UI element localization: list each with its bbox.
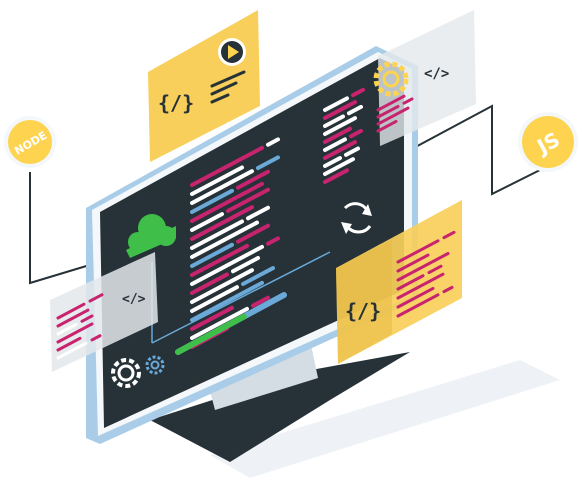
screen-code-line: [190, 220, 259, 259]
screen-code-line: [266, 236, 280, 246]
cloud-icon: [126, 214, 176, 258]
left-card-line: [56, 322, 78, 336]
screen-code-line: [190, 242, 234, 268]
screen-code-line: [344, 146, 360, 157]
screen-code-line: [323, 114, 345, 128]
left-card-line: [56, 336, 82, 352]
left-card-line: [56, 302, 86, 320]
screen-code-line: [241, 266, 275, 286]
screen-code-line: [323, 157, 355, 176]
top-right-card-line: [376, 106, 410, 126]
top-right-card-line: [376, 104, 400, 119]
screen-code-line: [190, 306, 249, 340]
screen-code-line: [246, 205, 270, 221]
screen-code-line: [190, 145, 264, 187]
left-card-line: [56, 308, 90, 328]
screen-code-line: [190, 169, 254, 205]
top-right-code-card: </>: [373, 10, 476, 146]
progress-fill: [175, 313, 247, 355]
screen-code-line: [323, 140, 357, 160]
left-card-line: [88, 293, 104, 303]
screen-code-line: [236, 223, 270, 244]
screen-code-line: [323, 116, 357, 136]
top-card-lines: [210, 70, 246, 104]
screen-code-line: [266, 137, 280, 147]
screen-code-line: [190, 165, 244, 196]
js-badge: JS: [518, 112, 578, 172]
screen-code-line: [190, 305, 234, 331]
screen-code-line: [323, 126, 352, 144]
screen-code-line: [190, 188, 234, 214]
screen-code-line: [190, 244, 264, 286]
screen-code-line: [323, 96, 349, 112]
play-icon[interactable]: [218, 38, 246, 66]
node-connector: [29, 172, 94, 285]
screen-code-line: [347, 104, 363, 116]
left-code-card: </>: [50, 252, 158, 372]
top-card-tag: {/}: [158, 91, 194, 115]
top-right-card-line: [376, 119, 398, 133]
screen-code-line: [190, 219, 244, 250]
screen-code-line: [226, 187, 270, 213]
right-card-line: [427, 264, 443, 275]
screen-code-line: [231, 256, 260, 274]
gear-icon-yellow[interactable]: [373, 61, 409, 97]
screen-code-line: [323, 156, 342, 168]
right-card-tag: {/}: [345, 299, 381, 323]
screen-code-line: [323, 137, 347, 152]
sync-icon[interactable]: [341, 202, 372, 234]
screen-code-line: [190, 285, 239, 313]
screen-code-line: [190, 181, 264, 223]
connector-lines: [29, 104, 541, 285]
screen-code-line: [190, 268, 254, 304]
screen-code-line: [256, 155, 280, 171]
screen-code-line: [351, 87, 365, 98]
top-media-card: {/}: [148, 10, 260, 162]
left-card-line: [80, 314, 94, 323]
right-card-line: [396, 239, 440, 264]
screen-code-line: [323, 100, 357, 120]
progress-bar: [175, 292, 287, 355]
gear-icon[interactable]: [111, 358, 141, 388]
screen-code-line: [190, 212, 224, 232]
screen-code-line: [190, 280, 264, 322]
right-code-card: {/}: [336, 200, 462, 364]
top-right-card-line: [376, 94, 406, 112]
left-card-line: [56, 322, 94, 344]
right-card-line: [396, 252, 450, 282]
screen-code-line: [349, 128, 363, 139]
gear-icon-small[interactable]: [145, 355, 165, 375]
left-card-tag: </>: [122, 292, 146, 307]
right-card-line: [396, 274, 425, 291]
top-right-card-line: [402, 97, 414, 105]
screen-code-line: [190, 243, 249, 277]
node-badge: NODE: [4, 116, 56, 168]
screen-code-line: [236, 169, 270, 190]
top-right-card-tag: </>: [424, 66, 449, 82]
left-card-line: [90, 334, 102, 342]
right-card-line: [396, 293, 440, 318]
js-connector: [394, 104, 541, 196]
floor-shadow: [210, 360, 560, 478]
left-card-line: [56, 341, 88, 360]
screen-code-line: [323, 168, 349, 184]
screen-code-line: [251, 295, 270, 308]
right-card-line: [442, 230, 456, 240]
stand-base: [150, 352, 410, 462]
right-card-line: [396, 286, 435, 309]
right-card-line: [396, 272, 445, 300]
screen-code-line: [190, 205, 254, 241]
screen-code-line: [190, 272, 229, 295]
right-card-line: [442, 285, 454, 294]
right-card-line: [396, 253, 430, 273]
